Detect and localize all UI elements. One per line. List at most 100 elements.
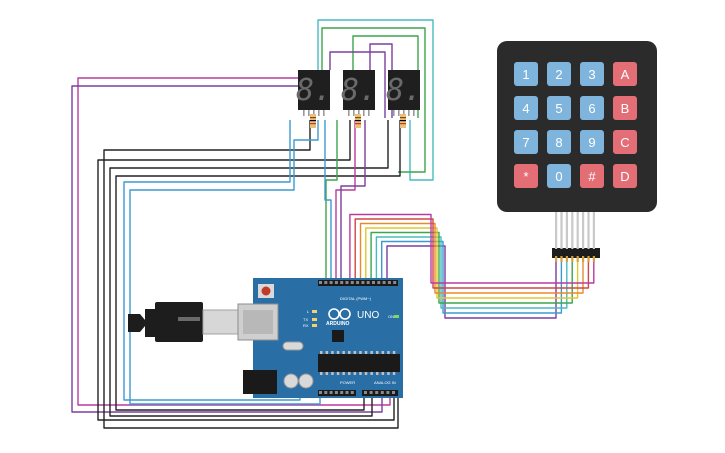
display-pin xyxy=(393,110,395,116)
chip-pin xyxy=(348,351,351,354)
keypad-key[interactable]: # xyxy=(580,164,604,188)
arduino-uno-board[interactable]: ARDUINO UNO L TX RX ON DIGITAL (PWM~) PO… xyxy=(128,278,403,398)
header-pin xyxy=(387,281,391,284)
led-rx-label: RX xyxy=(303,323,309,328)
keypad-key[interactable]: 4 xyxy=(514,96,538,120)
keypad-key-face[interactable] xyxy=(580,62,604,86)
chip-pin xyxy=(342,351,345,354)
chip-pin xyxy=(342,372,345,375)
keypad-key-face[interactable] xyxy=(547,130,571,154)
chip-pin xyxy=(359,372,362,375)
display-pin xyxy=(303,110,305,116)
chip-pin xyxy=(387,351,390,354)
header-pin xyxy=(392,391,395,394)
keypad-key-face[interactable] xyxy=(514,62,538,86)
wire xyxy=(340,120,366,282)
keypad-key-face[interactable] xyxy=(613,164,637,188)
keypad-key[interactable]: 1 xyxy=(514,62,538,86)
keypad-key[interactable]: 9 xyxy=(580,130,604,154)
keypad-key-label: 8 xyxy=(555,135,562,150)
keypad-key-label: D xyxy=(620,169,629,184)
chip-pin xyxy=(353,351,357,354)
keypad-key[interactable]: 8 xyxy=(547,130,571,154)
atmega-chip xyxy=(318,354,400,372)
keypad-key[interactable]: 5 xyxy=(547,96,571,120)
keypad-key-face[interactable] xyxy=(580,130,604,154)
chip-pin xyxy=(336,351,340,354)
header-pin xyxy=(375,391,379,394)
keypad-key-face[interactable] xyxy=(580,96,604,120)
capacitor-1 xyxy=(283,373,299,389)
keypad-key[interactable]: D xyxy=(613,164,637,188)
resistor-band xyxy=(400,123,406,125)
keypad-key-face[interactable] xyxy=(613,62,637,86)
keypad-ribbon-line xyxy=(565,212,568,249)
chip-pin xyxy=(331,372,334,375)
wire xyxy=(77,77,391,406)
keypad-key-face[interactable] xyxy=(514,130,538,154)
chip-pin xyxy=(325,372,329,375)
board-brand: ARDUINO xyxy=(326,321,349,327)
wire xyxy=(317,19,434,181)
usb-plug-tip xyxy=(128,314,145,332)
keypad-key-face[interactable] xyxy=(613,130,637,154)
header-pin xyxy=(334,391,338,394)
resistor-band xyxy=(355,123,361,125)
display-pin xyxy=(358,110,360,116)
keypad-key[interactable]: B xyxy=(613,96,637,120)
display-pin xyxy=(408,110,410,116)
led-on xyxy=(394,315,399,318)
keypad-key[interactable]: 6 xyxy=(580,96,604,120)
keypad-key[interactable]: 3 xyxy=(580,62,604,86)
chip-pin xyxy=(353,372,357,375)
chip-pin xyxy=(392,351,396,354)
wire xyxy=(71,85,383,413)
wire xyxy=(109,120,389,417)
header-pin xyxy=(361,281,365,284)
keypad-key-label: 2 xyxy=(555,67,562,82)
header-pin xyxy=(350,281,354,284)
keypad-key-label: 7 xyxy=(522,135,529,150)
keypad-key-face[interactable] xyxy=(514,164,538,188)
display-pin xyxy=(398,110,400,116)
power-label: POWER xyxy=(340,380,355,385)
header-pin xyxy=(350,391,354,394)
keypad-ribbon-line xyxy=(582,212,585,249)
keypad-key[interactable]: 7 xyxy=(514,130,538,154)
header-pin xyxy=(345,391,349,394)
chip-pin xyxy=(370,372,373,375)
keypad-key-face[interactable] xyxy=(547,62,571,86)
seven-segment-displays: 8. 8. 8. xyxy=(296,70,422,128)
keypad-ribbon-line xyxy=(592,212,595,249)
keypad-key[interactable]: 2 xyxy=(547,62,571,86)
keypad-ribbon-line xyxy=(576,212,579,249)
keypad-key-face[interactable] xyxy=(514,96,538,120)
keypad-key-face[interactable] xyxy=(547,164,571,188)
wire xyxy=(97,120,395,421)
keypad-key-label: 9 xyxy=(588,135,595,150)
header-pin xyxy=(377,281,381,284)
usb-b-port-inner xyxy=(243,310,273,334)
keypad-key-face[interactable] xyxy=(580,164,604,188)
keypad-key[interactable]: 0 xyxy=(547,164,571,188)
capacitor-2 xyxy=(298,373,314,389)
wire xyxy=(381,240,563,314)
display-pin xyxy=(323,110,325,116)
keypad-key[interactable]: A xyxy=(613,62,637,86)
keypad-key-face[interactable] xyxy=(613,96,637,120)
wire xyxy=(115,120,401,411)
keypad-key-face[interactable] xyxy=(547,96,571,120)
keypad-key[interactable]: * xyxy=(514,164,538,188)
display-glyph: 8. xyxy=(386,73,422,108)
chip-pin xyxy=(320,351,323,354)
display-pin xyxy=(413,110,415,116)
reset-button-cap[interactable] xyxy=(261,286,271,296)
wire xyxy=(129,120,321,405)
keypad-key[interactable]: C xyxy=(613,130,637,154)
keypad-key-label: A xyxy=(621,67,630,82)
display-glyph: 8. xyxy=(341,73,377,108)
header-pin xyxy=(340,281,344,284)
chip-pin xyxy=(376,351,379,354)
display-glyph: 8. xyxy=(296,73,332,108)
